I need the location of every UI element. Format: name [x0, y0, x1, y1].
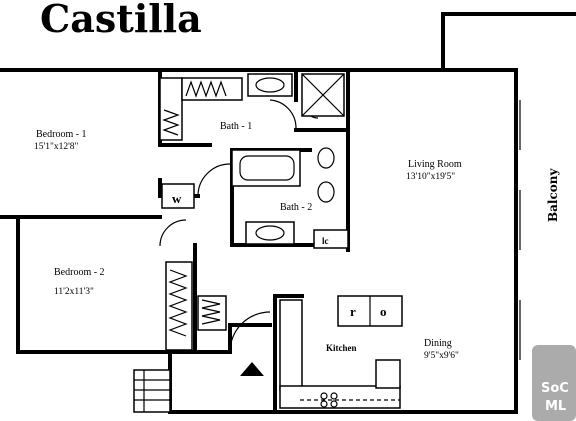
bath1-label: Bath - 1: [220, 121, 252, 132]
watermark-logo: SoC ML: [532, 345, 576, 421]
bedroom2-closet: [165, 261, 227, 351]
entry-arrow-icon: [240, 362, 264, 376]
bedroom2-dims: 11'2x11'3": [54, 287, 94, 297]
closet-label: lc: [322, 236, 329, 246]
kitchen-label: Kitchen: [326, 343, 357, 353]
range-label: r: [350, 304, 356, 319]
balcony-outline: [441, 12, 576, 72]
living-room-label: Living Room: [408, 159, 462, 170]
bedroom2-label: Bedroom - 2: [54, 267, 105, 278]
bath2-fixtures: [231, 147, 335, 245]
entry-stairs: [133, 369, 171, 413]
dining-label: Dining: [424, 338, 452, 349]
kitchen-counters: [279, 295, 403, 409]
dining-dims: 9'5"x9'6": [424, 351, 459, 361]
bedroom1-label: Bedroom - 1: [36, 129, 87, 140]
bath2-label: Bath - 2: [280, 202, 312, 213]
plan-title: Castilla: [40, 0, 202, 41]
door-swings: [159, 99, 319, 353]
watermark-line1: SoC: [541, 381, 569, 396]
oven-label: o: [380, 304, 387, 319]
bath1-fixtures: [159, 73, 345, 141]
laundry-closet: [161, 183, 349, 249]
watermark-line2: ML: [545, 399, 566, 414]
balcony-label: Balcony: [546, 167, 560, 222]
living-room-dims: 13'10"x19'5": [406, 172, 455, 182]
bedroom1-dims: 15'1"x12'8": [34, 142, 79, 152]
washer-label: w: [172, 191, 182, 206]
